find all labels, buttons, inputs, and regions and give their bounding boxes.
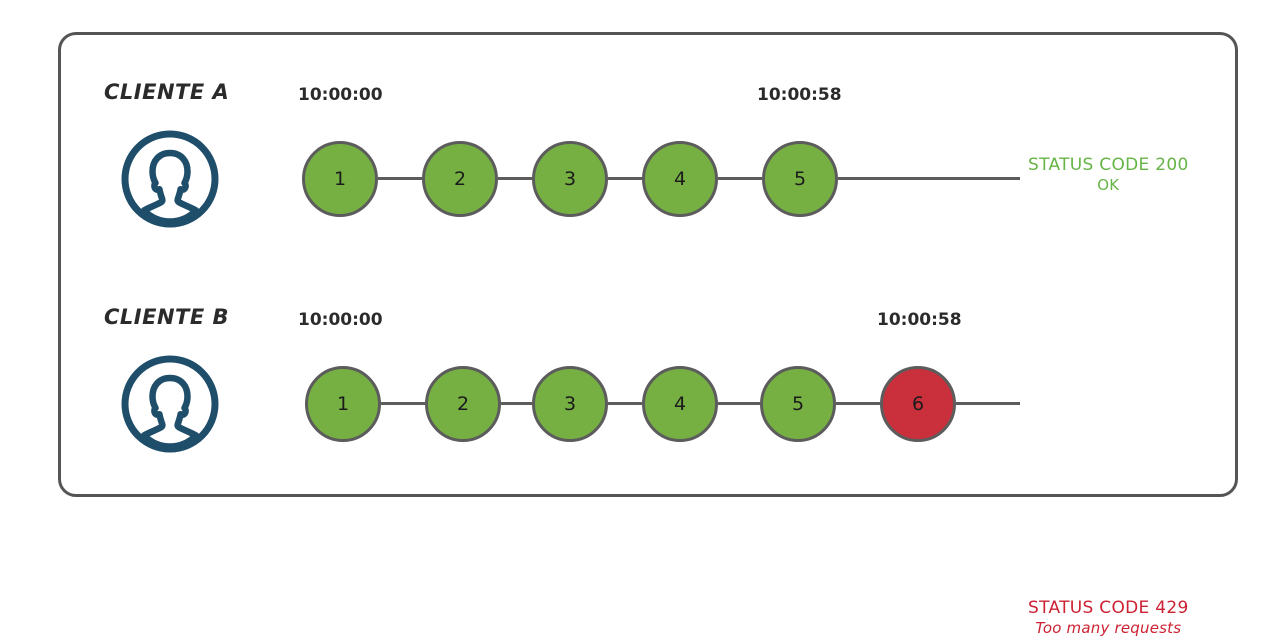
connector (836, 402, 880, 405)
timestamp-start-a: 10:00:00 (298, 85, 383, 105)
user-avatar-icon (118, 352, 222, 456)
connector-to-status (838, 177, 1020, 180)
request-node[interactable]: 1 (302, 141, 378, 217)
request-node[interactable]: 3 (532, 366, 608, 442)
connector (501, 402, 533, 405)
status-code-line: STATUS CODE 429 (1028, 598, 1189, 618)
timestamp-start-b: 10:00:00 (298, 310, 383, 330)
timestamp-end-b: 10:00:58 (877, 310, 962, 330)
status-badge-a: STATUS CODE 200 OK (1028, 155, 1189, 195)
request-node[interactable]: 3 (532, 141, 608, 217)
request-node[interactable]: 5 (760, 366, 836, 442)
connector-to-status (956, 402, 1020, 405)
connector (498, 177, 534, 180)
status-message-line: OK (1097, 176, 1120, 195)
user-avatar-icon (118, 127, 222, 231)
connector (718, 402, 760, 405)
request-node[interactable]: 1 (305, 366, 381, 442)
request-node[interactable]: 4 (642, 366, 718, 442)
connector (378, 177, 424, 180)
request-node[interactable]: 4 (642, 141, 718, 217)
status-message-line: Too many requests (1035, 619, 1182, 638)
request-node[interactable]: 2 (425, 366, 501, 442)
connector (608, 402, 642, 405)
client-b-label: CLIENTE B (104, 305, 230, 329)
connector (381, 402, 425, 405)
status-badge-b: STATUS CODE 429 Too many requests (1028, 598, 1189, 638)
request-node[interactable]: 2 (422, 141, 498, 217)
connector (718, 177, 762, 180)
status-code-line: STATUS CODE 200 (1028, 155, 1189, 175)
connector (608, 177, 644, 180)
request-node-rate-limited[interactable]: 6 (880, 366, 956, 442)
request-chain-a: 1 2 3 4 5 (0, 0, 1280, 225)
timestamp-end-a: 10:00:58 (757, 85, 842, 105)
request-chain-b: 1 2 3 4 5 6 (0, 225, 1280, 450)
client-a-label: CLIENTE A (104, 80, 230, 104)
request-node[interactable]: 5 (762, 141, 838, 217)
